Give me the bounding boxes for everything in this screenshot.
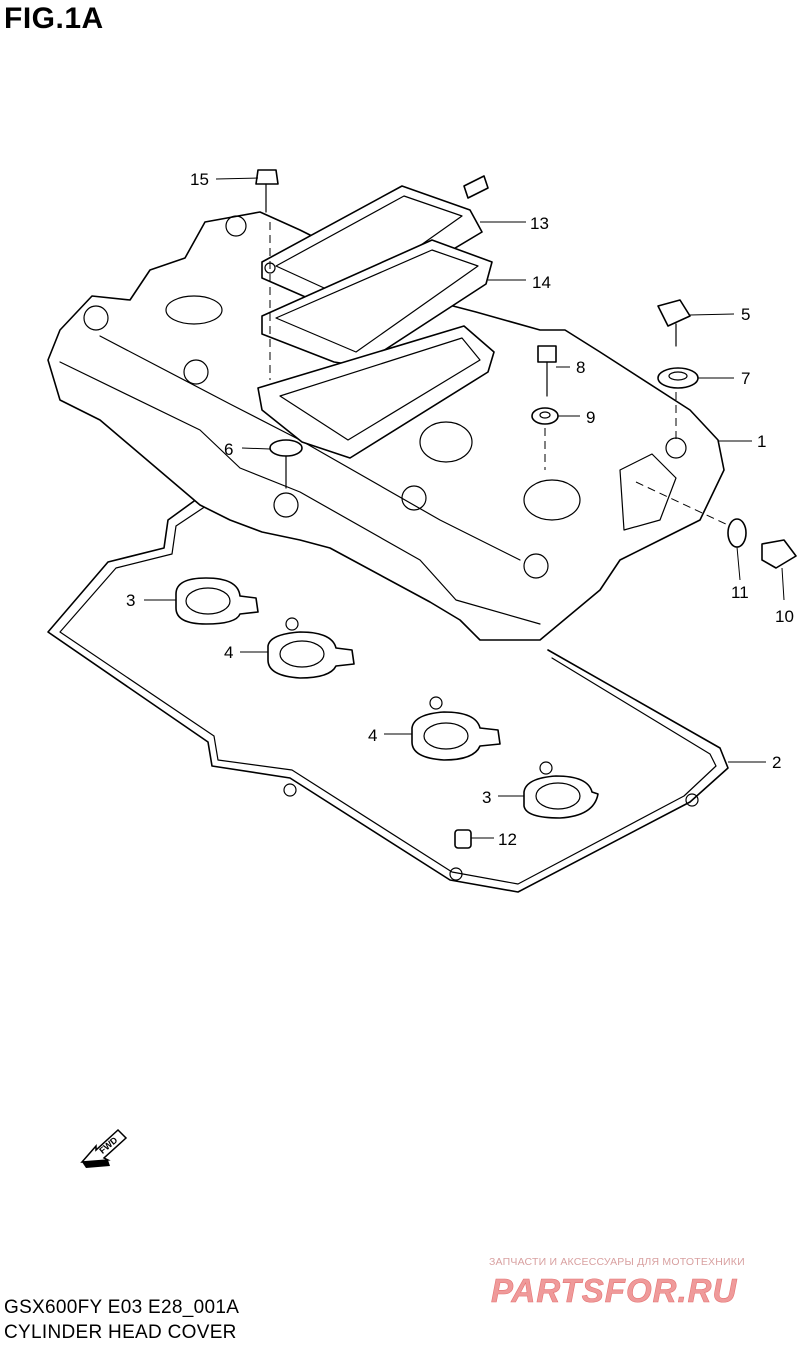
cover-plate-frame (257, 325, 495, 459)
dowel-12 (454, 829, 472, 849)
callout-11: 11 (731, 583, 749, 602)
bolt-6 (269, 439, 303, 489)
bolt-8 (537, 345, 557, 397)
callout-4-upper: 4 (224, 643, 233, 662)
callout-9: 9 (586, 408, 595, 427)
callout-3-lower: 3 (482, 788, 491, 807)
callout-6: 6 (224, 440, 233, 459)
callout-8: 8 (576, 358, 585, 377)
diagram-code: GSX600FY E03 E28_001A (4, 1297, 240, 1318)
grommet-7 (657, 367, 699, 389)
seal-3-upper (175, 577, 259, 625)
callout-12: 12 (498, 830, 517, 849)
callout-7: 7 (741, 369, 750, 388)
callout-4-lower: 4 (368, 726, 377, 745)
callout-15: 15 (190, 170, 209, 189)
callout-3-upper: 3 (126, 591, 135, 610)
diagram-name: CYLINDER HEAD COVER (4, 1322, 237, 1343)
breather-gasket-14 (261, 239, 493, 367)
bolt-15 (255, 169, 279, 213)
washer-11 (727, 518, 747, 548)
watermark-logo-text: PARTSFOR.RU (491, 1272, 737, 1309)
callout-13: 13 (530, 214, 549, 233)
plug-10 (761, 539, 797, 569)
figure-title: FIG.1A (4, 2, 104, 35)
seal-4-lower (411, 696, 501, 761)
callout-2: 2 (772, 753, 781, 772)
bolt-5 (657, 299, 691, 347)
callout-5: 5 (741, 305, 750, 324)
leader-lines (144, 177, 785, 839)
callout-1: 1 (757, 432, 766, 451)
seal-3-lower (523, 761, 599, 819)
seal-4-upper (267, 617, 355, 679)
washer-9 (531, 407, 559, 425)
watermark-tagline: ЗАПЧАСТИ И АКСЕССУАРЫ ДЛЯ МОТОТЕХНИКИ (489, 1256, 745, 1268)
callout-10: 10 (775, 607, 794, 626)
callout-14: 14 (532, 273, 551, 292)
fwd-arrow-icon: FWD (80, 1128, 128, 1168)
assembly-dash-line (635, 481, 731, 527)
watermark-logo: PARTSFOR.RU (491, 1272, 737, 1310)
